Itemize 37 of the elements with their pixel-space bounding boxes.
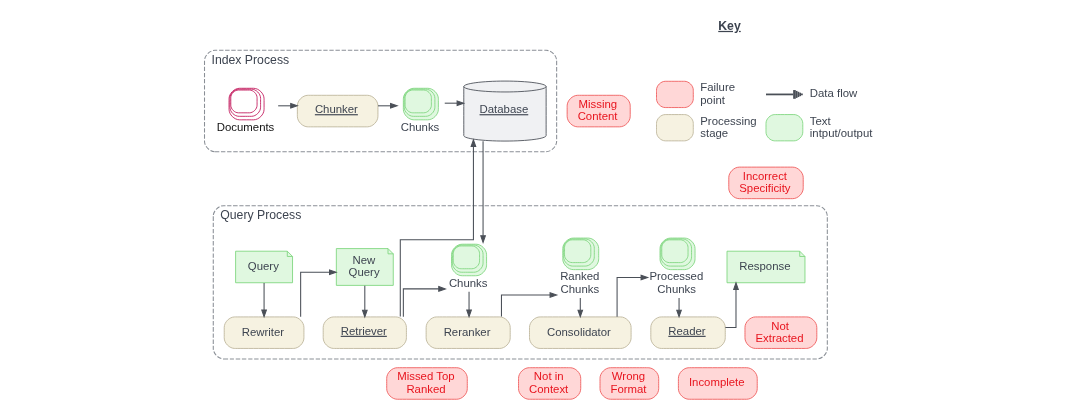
arrow [480, 140, 487, 244]
arrow [377, 102, 399, 109]
legend-label: Text intput/output [809, 114, 873, 139]
legend-label: Failure point [700, 81, 736, 106]
node-box: Consolidator [529, 316, 632, 349]
arrow [399, 138, 477, 318]
node-label: Processed Chunks [649, 270, 704, 295]
arrow [616, 274, 650, 318]
node-box: Retriever [322, 316, 407, 349]
arrow [402, 285, 447, 318]
node-label: Chunks [448, 276, 488, 289]
node-label: Documents [216, 120, 275, 133]
arrow [577, 297, 584, 319]
arrow [676, 297, 683, 319]
node-box: Not in Context [518, 367, 582, 400]
arrow [361, 285, 368, 319]
node-box: Missed Top Ranked [386, 367, 468, 400]
node-label: Ranked Chunks [560, 270, 600, 295]
node-box: Incorrect Specificity [728, 166, 804, 200]
node-box: Rewriter [223, 316, 305, 349]
legend-label: Data flow [809, 87, 858, 100]
node-box: Missing Content [566, 94, 631, 128]
node-box: Wrong Format [599, 367, 660, 400]
node-box: Reader [650, 316, 726, 349]
label: Key [718, 18, 741, 33]
arrow [466, 291, 473, 319]
arrow [261, 282, 268, 319]
node-label: Chunks [400, 120, 440, 133]
node-box: Incomplete [677, 367, 758, 400]
arrow [500, 291, 559, 317]
arrow [724, 281, 740, 328]
arrow [300, 269, 338, 318]
arrow [277, 102, 299, 109]
legend-label: Processing stage [700, 114, 757, 139]
node-box: Reranker [425, 316, 511, 349]
node-box: Not Extracted [744, 316, 818, 349]
node-box: Chunker [296, 94, 379, 128]
